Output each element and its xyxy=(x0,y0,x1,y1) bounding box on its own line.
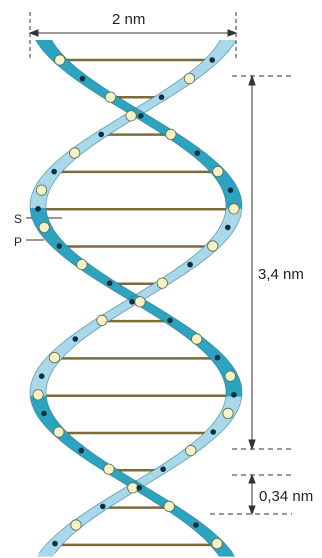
sugar-dot xyxy=(71,520,81,530)
sugar-dot xyxy=(49,352,59,362)
sugar-dot xyxy=(229,204,239,214)
phosphate-dot xyxy=(80,76,86,82)
phosphate-dot xyxy=(195,150,201,156)
front-strand-segment xyxy=(31,216,49,221)
phosphate-dot xyxy=(98,132,104,138)
sugar-dot xyxy=(157,278,167,288)
sugar-dot xyxy=(39,222,49,232)
back-strand-segment xyxy=(224,400,241,405)
back-strand-segment xyxy=(221,220,239,225)
front-strand-segment xyxy=(226,388,242,393)
back-strand-segment xyxy=(31,380,48,385)
strand-nucleotides xyxy=(33,55,239,549)
front-strand-segment xyxy=(30,212,47,217)
sugar-dot xyxy=(33,390,43,400)
phosphate-dot xyxy=(159,94,165,100)
phosphate-dot xyxy=(231,392,237,398)
back-strand-segment xyxy=(222,404,240,409)
phosphate-dot xyxy=(78,448,84,454)
phosphate-dot xyxy=(39,373,45,379)
phosphate-dot xyxy=(209,57,215,63)
phosphate-dot xyxy=(210,429,216,435)
phosphate-label: P xyxy=(14,235,22,249)
sugar-dot xyxy=(77,259,87,269)
phosphate-dot xyxy=(52,541,58,547)
back-strand-segment xyxy=(51,348,72,353)
phosphate-dot xyxy=(51,169,57,175)
phosphate-dot xyxy=(107,280,113,286)
helix-width-label: 2 nm xyxy=(112,11,145,28)
sugar-dot xyxy=(166,129,176,139)
front-strand-segment xyxy=(31,400,48,405)
sugar-dot xyxy=(208,241,218,251)
sugar-dot xyxy=(213,166,223,176)
front-strand-segment xyxy=(32,404,50,409)
phosphate-dot xyxy=(100,504,106,510)
phosphate-dot xyxy=(41,411,47,417)
sugar-dot xyxy=(212,538,222,548)
back-strand-segment xyxy=(30,200,46,205)
sugar-dot xyxy=(184,73,194,83)
sugar-dot xyxy=(36,185,46,195)
front-strand-segment xyxy=(219,184,237,189)
sugar-dot xyxy=(135,297,145,307)
sugar-dot xyxy=(54,427,64,437)
sugar-dot xyxy=(164,501,174,511)
phosphate-dot xyxy=(73,336,79,342)
sugar-dot xyxy=(104,464,114,474)
sugar-dot xyxy=(225,371,235,381)
front-strand-segment xyxy=(200,348,221,353)
sugar-dot xyxy=(55,55,65,65)
phosphate-dot xyxy=(160,466,166,472)
front-strand-segment xyxy=(223,192,240,197)
back-strand-segment xyxy=(49,164,70,169)
front-strand-segment xyxy=(225,384,242,389)
back-strand-segment xyxy=(50,536,71,541)
sugar-dot xyxy=(192,334,202,344)
phosphate-dot xyxy=(215,355,221,361)
phosphate-dot xyxy=(136,485,142,491)
phosphate-dot xyxy=(187,262,193,268)
phosphate-dot xyxy=(193,522,199,528)
helix-pitch-label: 3,4 nm xyxy=(258,266,304,283)
back-strand-segment xyxy=(30,196,47,201)
phosphate-dot xyxy=(225,225,231,231)
phosphate-dot xyxy=(57,243,63,249)
front-strand-segment xyxy=(225,196,242,201)
front-strand-segment xyxy=(46,240,66,245)
sugar-dot xyxy=(97,315,107,325)
back-strand-segment xyxy=(30,384,47,389)
phosphate-dot xyxy=(35,206,41,212)
phosphate-dot xyxy=(228,187,234,193)
phosphate-dot xyxy=(167,318,173,324)
sugar-dot xyxy=(223,408,233,418)
sugar-label: S xyxy=(14,212,22,226)
back-strand-segment xyxy=(223,216,241,221)
sugar-dot xyxy=(70,148,80,158)
front-strand-segment xyxy=(204,352,225,357)
sugar-dot xyxy=(186,445,196,455)
base-rise-label: 0,34 nm xyxy=(259,488,313,505)
phosphate-dot xyxy=(129,299,135,305)
sugar-dot xyxy=(105,92,115,102)
phosphate-dot xyxy=(138,113,144,119)
sugar-dot xyxy=(126,111,136,121)
